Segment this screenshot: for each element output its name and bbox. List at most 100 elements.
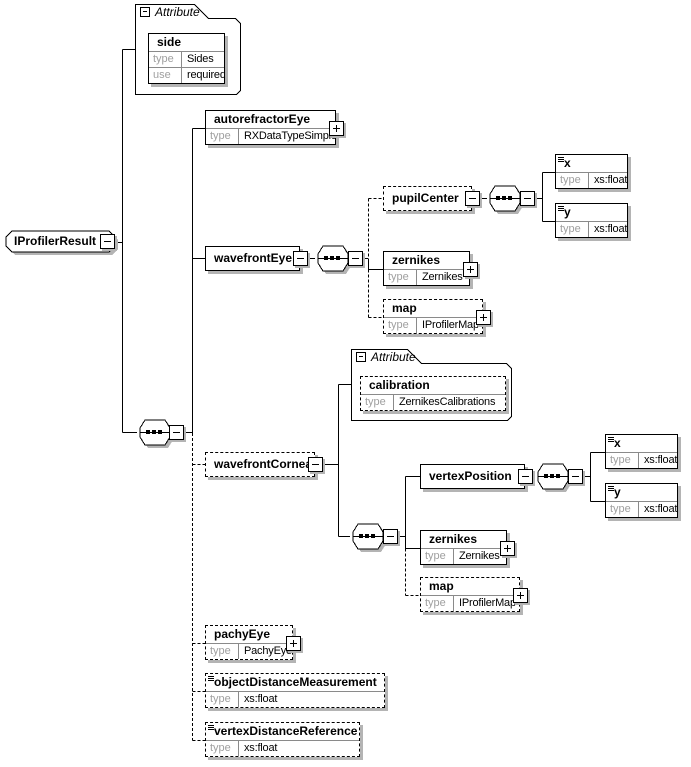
element-objectDistanceMeasurement[interactable]: objectDistanceMeasurement type xs:float <box>205 673 385 708</box>
collapse-icon[interactable] <box>308 457 323 472</box>
type-value: IProfilerMap <box>422 319 479 331</box>
expand-icon[interactable] <box>500 541 515 556</box>
type-value: xs:float <box>244 693 278 705</box>
sequence-icon[interactable] <box>317 245 351 274</box>
element-x[interactable]: x type xs:float <box>555 154 628 189</box>
collapse-icon[interactable] <box>568 469 583 484</box>
element-name: y <box>614 485 621 499</box>
dashed-connectors <box>192 198 420 741</box>
element-name: pupilCenter <box>392 191 459 205</box>
attribute-calibration[interactable]: calibration type ZernikesCalibrations <box>360 376 506 411</box>
type-key: type <box>606 502 639 517</box>
element-zernikes[interactable]: zernikes type Zernikes <box>420 530 507 565</box>
element-name: zernikes <box>429 532 478 546</box>
type-key: type <box>556 222 589 237</box>
type-key: type <box>421 549 454 564</box>
type-value: Sides <box>187 53 214 65</box>
element-y[interactable]: y type xs:float <box>605 483 678 518</box>
element-x[interactable]: x type xs:float <box>605 434 678 469</box>
collapse-icon[interactable] <box>465 191 480 206</box>
element-name: autorefractorEye <box>214 112 311 126</box>
collapse-icon[interactable] <box>348 251 363 266</box>
sequence-icon[interactable] <box>537 463 571 492</box>
type-key: type <box>556 173 589 188</box>
element-map[interactable]: map type IProfilerMap <box>420 577 520 612</box>
attribute-tab-label: Attribute <box>155 5 200 19</box>
type-key: type <box>421 596 454 611</box>
root-element-shape <box>5 230 118 255</box>
expand-icon[interactable] <box>476 310 491 325</box>
type-key: type <box>206 741 239 756</box>
element-y[interactable]: y type xs:float <box>555 203 628 238</box>
element-name: zernikes <box>392 253 441 267</box>
element-pachyEye[interactable]: pachyEye type PachyEye <box>205 625 293 660</box>
collapse-icon[interactable] <box>518 469 533 484</box>
element-pupilCenter[interactable]: pupilCenter <box>383 186 472 211</box>
element-vertexDistanceReference[interactable]: vertexDistanceReference type xs:float <box>205 722 360 757</box>
element-wavefrontCornea[interactable]: wavefrontCornea <box>205 452 315 477</box>
collapse-icon[interactable] <box>169 425 184 440</box>
use-key: use <box>149 68 182 83</box>
simple-content-icon <box>558 157 564 162</box>
simple-content-icon <box>608 486 614 491</box>
attribute-side[interactable]: side type Sides use required <box>148 33 225 84</box>
type-value: Zernikes <box>459 550 500 562</box>
attribute-name: side <box>157 35 182 49</box>
element-wavefrontEye[interactable]: wavefrontEye <box>205 246 300 271</box>
type-key: type <box>384 270 417 285</box>
element-name: map <box>429 579 454 593</box>
element-name: x <box>614 436 621 450</box>
sequence-icon[interactable] <box>489 185 523 214</box>
element-name: y <box>564 205 571 219</box>
type-key: type <box>206 129 239 144</box>
type-value: IProfilerMap <box>459 597 516 609</box>
collapse-icon[interactable] <box>383 529 398 544</box>
type-value: ZernikesCalibrations <box>399 396 496 408</box>
collapse-icon[interactable] <box>293 251 308 266</box>
element-name: objectDistanceMeasurement <box>214 675 377 689</box>
element-IProfilerResult[interactable]: IProfilerResult <box>14 234 97 248</box>
collapse-icon[interactable] <box>140 7 150 17</box>
collapse-icon[interactable] <box>356 352 366 362</box>
simple-content-icon <box>208 676 214 681</box>
collapse-icon[interactable] <box>100 234 115 249</box>
type-key: type <box>149 52 182 67</box>
type-value: xs:float <box>644 503 677 515</box>
element-name: x <box>564 156 571 170</box>
type-value: Zernikes <box>422 271 463 283</box>
simple-content-icon <box>558 206 564 211</box>
type-key: type <box>206 692 239 707</box>
type-value: xs:float <box>644 454 677 466</box>
element-name: vertexPosition <box>429 469 512 483</box>
collapse-icon[interactable] <box>520 191 535 206</box>
type-value: PachyEye <box>244 645 292 657</box>
type-key: type <box>384 318 417 333</box>
element-vertexPosition[interactable]: vertexPosition <box>420 464 525 489</box>
simple-content-icon <box>608 437 614 442</box>
solid-connectors <box>115 49 605 549</box>
type-key: type <box>606 453 639 468</box>
sequence-icon[interactable] <box>352 523 386 552</box>
type-value: RXDataTypeSimple <box>244 130 335 142</box>
attribute-tab-label: Attribute <box>371 350 416 364</box>
expand-icon[interactable] <box>329 121 344 136</box>
type-value: xs:float <box>594 223 627 235</box>
element-map[interactable]: map type IProfilerMap <box>383 299 483 334</box>
expand-icon[interactable] <box>286 636 301 651</box>
type-key: type <box>361 395 394 410</box>
type-value: xs:float <box>594 174 627 186</box>
element-name: pachyEye <box>214 627 271 641</box>
element-name: wavefrontCornea <box>214 457 313 471</box>
element-zernikes[interactable]: zernikes type Zernikes <box>383 251 470 286</box>
simple-content-icon <box>208 725 214 730</box>
expand-icon[interactable] <box>513 588 528 603</box>
type-key: type <box>206 644 239 659</box>
sequence-icon[interactable] <box>139 419 173 448</box>
expand-icon[interactable] <box>463 262 478 277</box>
element-name: vertexDistanceReference <box>214 724 358 738</box>
type-value: xs:float <box>244 742 278 754</box>
element-name: wavefrontEye <box>214 251 293 265</box>
element-autorefractorEye[interactable]: autorefractorEye type RXDataTypeSimple <box>205 110 336 145</box>
